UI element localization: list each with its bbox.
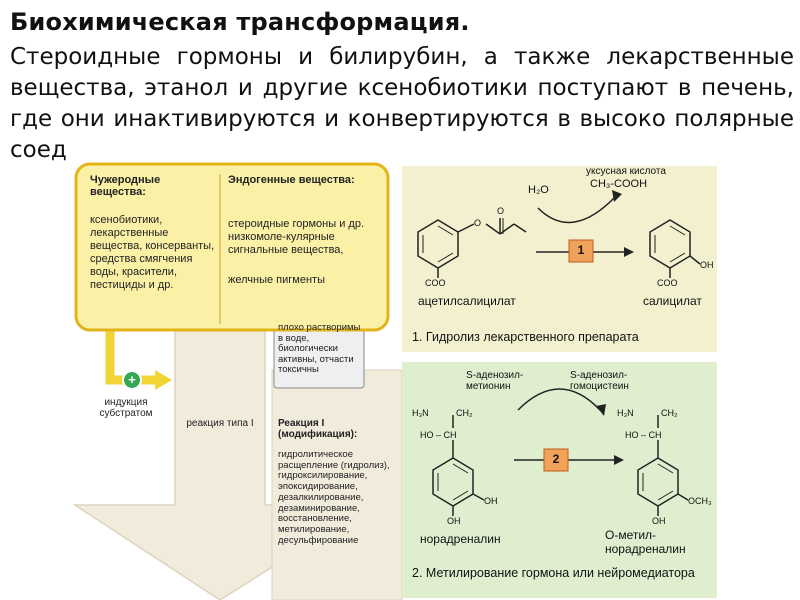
reaction1-item: дезаминирование,: [278, 502, 360, 514]
product-och3: OCH₃: [688, 496, 712, 506]
induction-label: индукция субстратом: [99, 397, 153, 419]
water-label: H₂O: [528, 184, 549, 196]
panel2-caption: 2. Метилирование гормона или нейромедиат…: [412, 566, 695, 580]
acetylsalicylate-label: ацетилсалицилат: [418, 294, 516, 308]
product-ch2: CH₂: [661, 408, 678, 418]
plus-sign: +: [128, 372, 136, 387]
slide-body-text: Стероидные гормоны и билирубин, а также …: [10, 44, 794, 163]
panel1-main-head: [624, 247, 634, 257]
reaction1-list: гидролитическое расщепление (гидролиз), …: [278, 449, 404, 546]
substances-box: [74, 162, 390, 332]
step-1-number: 1: [577, 243, 585, 257]
product-oh: OH: [700, 260, 714, 270]
panel2-curve-head: [596, 404, 606, 416]
reaction1-item: восстановление,: [278, 513, 352, 525]
acetic-acid-name: уксусная кислота: [586, 166, 666, 177]
substrate-hoch: HO – CH: [420, 430, 457, 440]
slide-title: Биохимическая трансформация.: [10, 8, 470, 36]
salicylate-label: салицилат: [643, 294, 702, 308]
solubility-note: плохо растворимы в воде, биологически ак…: [278, 322, 361, 375]
reaction1-item: эпоксидирование,: [278, 481, 358, 493]
panel2-step-box: [543, 448, 569, 472]
reaction1-item: гидроксилирование,: [278, 470, 368, 482]
panel2-main-head: [614, 455, 624, 465]
panel1-bg: [402, 166, 717, 352]
substrate-oh-para: OH: [447, 516, 461, 526]
sam-label: S-аденозил-метионин: [466, 370, 524, 392]
panel1-caption: 1. Гидролиз лекарственного препарата: [412, 330, 639, 344]
ester-oxygen: O: [474, 218, 482, 228]
reaction1-heading: Реакция I (модификация):: [278, 418, 358, 440]
foreign-items: ксенобиотики, лекарственные вещества, ко…: [90, 214, 215, 291]
panel1-curve-head: [612, 190, 622, 202]
bile-pigments: желчные пигменты: [228, 274, 325, 286]
reaction1-item: метилирование,: [278, 523, 350, 535]
acetic-acid-formula: CH₃-COOH: [590, 178, 648, 190]
reaction1-item: гидролитическое расщепление (гидролиз),: [278, 449, 390, 471]
panel1-curve-arrow: [537, 195, 617, 224]
product-amine: H₃N: [617, 408, 634, 418]
reaction1-item: десульфирование: [278, 534, 359, 546]
panel2-curve-arrow: [517, 388, 601, 411]
product-oh-para: OH: [652, 516, 666, 526]
step-2-number: 2: [552, 452, 560, 466]
noradrenaline-label: норадреналин: [420, 532, 501, 546]
panel2-bg: [402, 362, 717, 598]
sah-label: S-аденозил-гомоцистеин: [570, 370, 629, 392]
reaction-type-label: реакция типа I: [186, 418, 254, 429]
induction-arrow-head: [155, 370, 172, 390]
methyl-noradrenaline-label: О-метил-норадреналин: [605, 528, 686, 556]
plus-circle: [122, 370, 142, 390]
endogenous-items: стероидные гормоны и др. низкомоле-куляр…: [228, 218, 365, 256]
reaction-bar: [271, 369, 403, 600]
substrate-amine: H₃N: [412, 408, 429, 418]
endogenous-heading: Эндогенные вещества:: [228, 174, 355, 186]
biotransformation-figure: Чужеродные вещества: ксенобиотики, лекар…: [0, 160, 800, 600]
reaction1-item: дезалкилирование,: [278, 491, 364, 503]
product-hoch: HO – CH: [625, 430, 662, 440]
carbonyl-oxygen: O: [497, 206, 505, 216]
substrate-oh-meta: OH: [484, 496, 498, 506]
foreign-heading: Чужеродные вещества:: [90, 174, 161, 198]
figure-graphics: [72, 162, 717, 600]
panel1-step-box: [568, 239, 594, 263]
product-coo: COO: [657, 278, 678, 288]
substrate-coo: COO: [425, 278, 446, 288]
substrate-ch2: CH₂: [456, 408, 473, 418]
